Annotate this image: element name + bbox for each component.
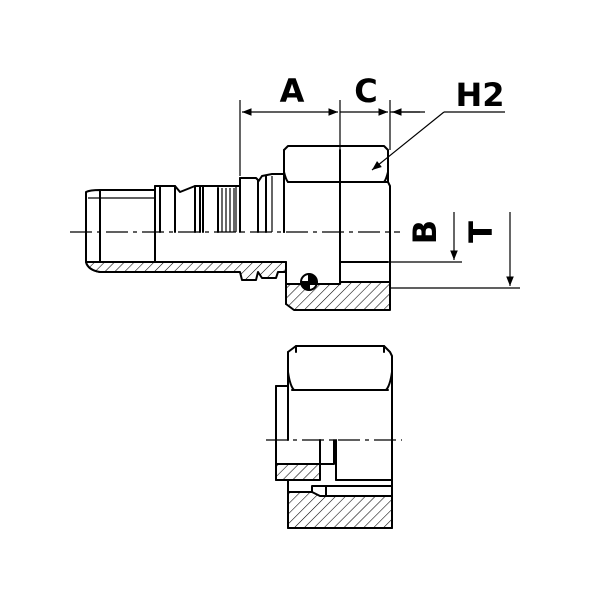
label-h2: H2: [455, 76, 504, 114]
label-b: B: [406, 220, 444, 244]
label-t: T: [462, 221, 500, 243]
section-lower-half: [85, 231, 391, 311]
side-section-view: A C H2 B T: [70, 72, 520, 311]
dimension-lines: [239, 100, 520, 289]
hose-tail: [85, 173, 285, 273]
nut-hex-side: [283, 145, 391, 233]
label-c: C: [354, 72, 377, 110]
label-a: A: [280, 72, 305, 110]
end-section-view: [266, 345, 402, 529]
